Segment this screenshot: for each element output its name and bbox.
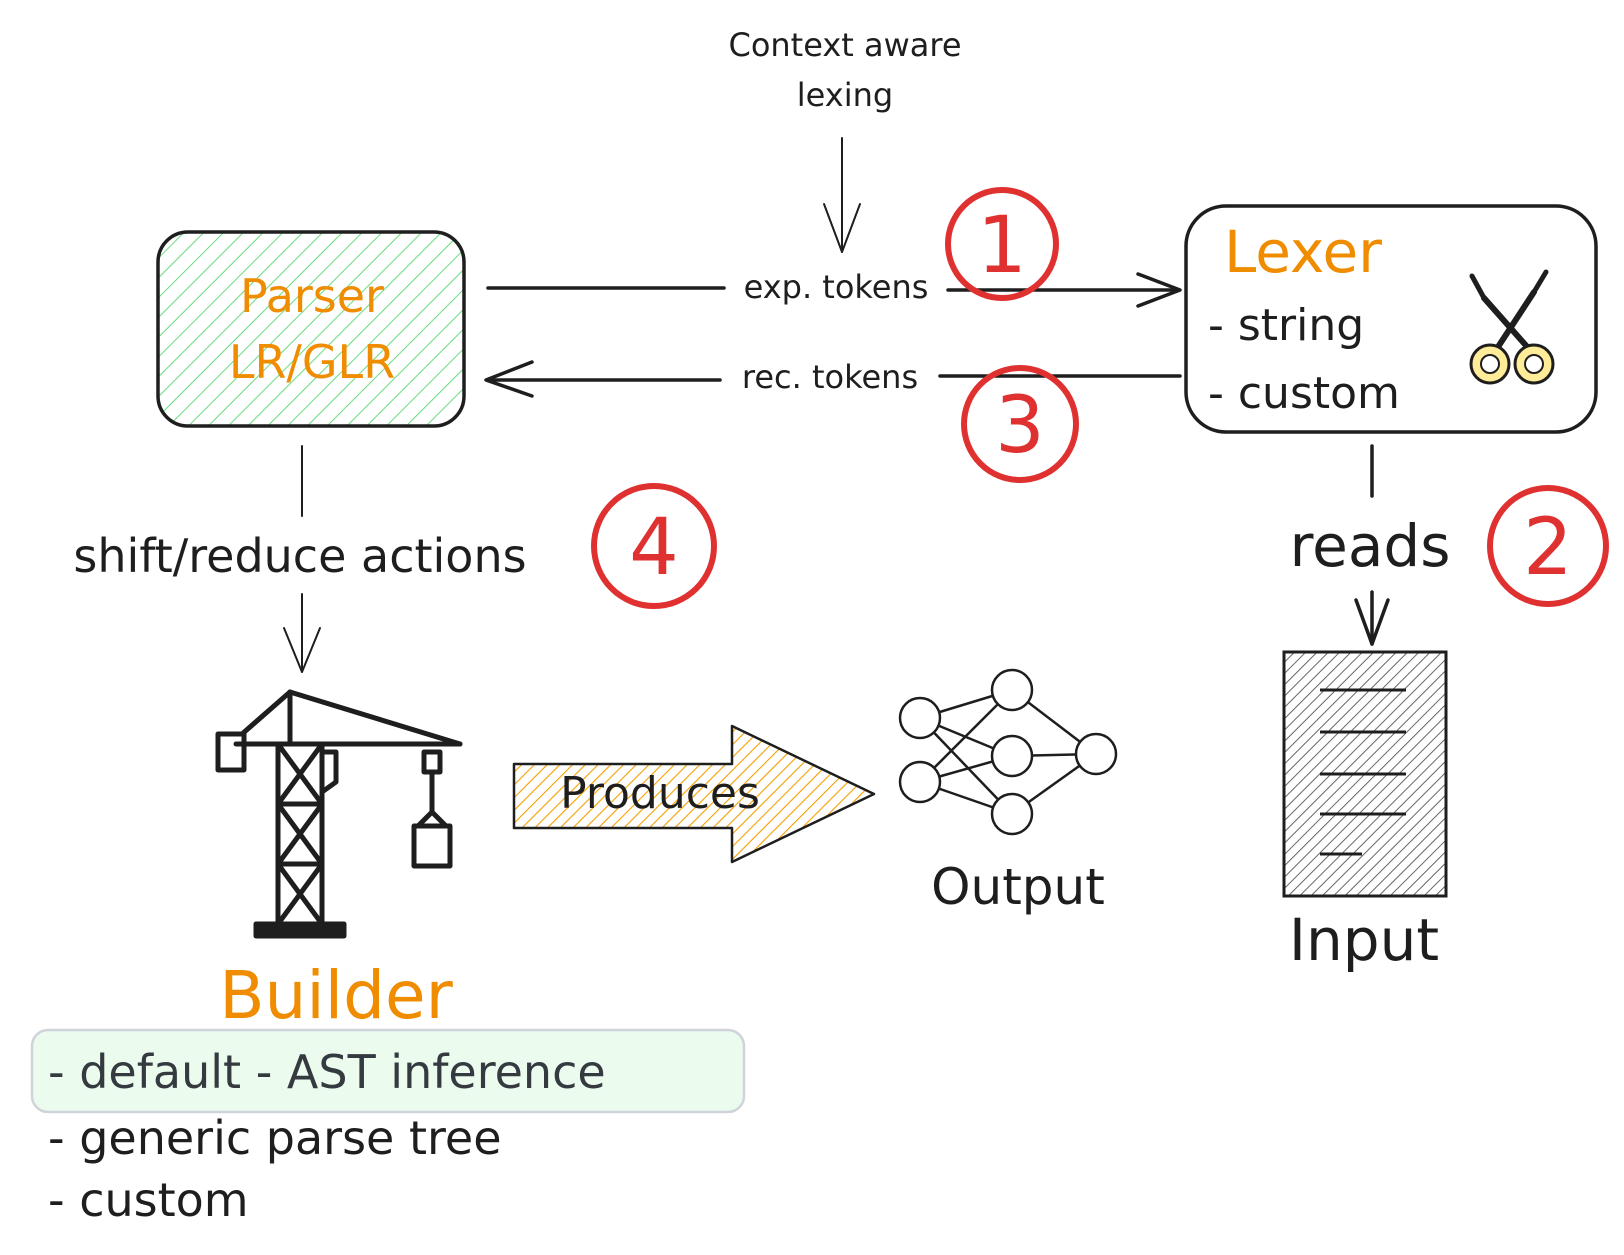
rec-tokens-label: rec. tokens — [742, 358, 918, 396]
lexer-node[interactable]: Lexer - string - custom — [1184, 204, 1598, 434]
step-badge-4: 4 — [591, 483, 717, 609]
reads-label: reads — [1290, 512, 1451, 580]
step-number-1: 1 — [977, 201, 1027, 291]
context-label-line-1: Context aware — [728, 26, 961, 64]
edge-produces: Produces — [512, 724, 876, 864]
exp-tokens-label: exp. tokens — [744, 268, 929, 306]
produces-label: Produces — [560, 768, 760, 819]
step-badge-2: 2 — [1487, 485, 1609, 607]
document-icon — [1282, 650, 1448, 898]
builder-node: Builder - default - AST inference - gene… — [30, 957, 746, 1227]
parser-node[interactable]: Parser LR/GLR — [156, 230, 466, 428]
crane-icon — [215, 689, 463, 939]
lexer-item-string: - string — [1208, 300, 1364, 351]
builder-item-generic: - generic parse tree — [48, 1111, 502, 1165]
builder-item-custom: - custom — [48, 1173, 249, 1227]
builder-item-default: - default - AST inference — [48, 1045, 606, 1099]
neural-network-icon — [898, 668, 1118, 836]
builder-default-highlight — [30, 1028, 746, 1114]
parser-subtitle: LR/GLR — [229, 335, 395, 389]
step-number-3: 3 — [995, 381, 1045, 471]
shift-reduce-label: shift/reduce actions — [73, 529, 526, 583]
step-badge-1: 1 — [945, 187, 1059, 301]
edge-shift-reduce: shift/reduce actions — [73, 445, 527, 673]
lexer-title: Lexer — [1224, 218, 1382, 286]
lexer-item-custom: - custom — [1208, 368, 1400, 419]
parser-box[interactable] — [156, 230, 466, 428]
edge-reads: reads — [1290, 444, 1451, 646]
edge-rec-tokens: rec. tokens — [484, 358, 1182, 398]
context-label-line-2: lexing — [797, 76, 893, 114]
context-aware-lexing: Context aware lexing — [728, 26, 962, 253]
edge-exp-tokens: exp. tokens — [486, 268, 1182, 308]
builder-title: Builder — [219, 957, 453, 1034]
input-label: Input — [1289, 906, 1439, 974]
step-number-2: 2 — [1523, 503, 1573, 593]
scissors-icon — [1469, 269, 1555, 385]
step-badge-3: 3 — [961, 365, 1079, 483]
output-label: Output — [931, 858, 1105, 916]
context-arrow-head — [823, 203, 861, 253]
parser-title: Parser — [240, 269, 384, 323]
step-number-4: 4 — [629, 503, 679, 593]
